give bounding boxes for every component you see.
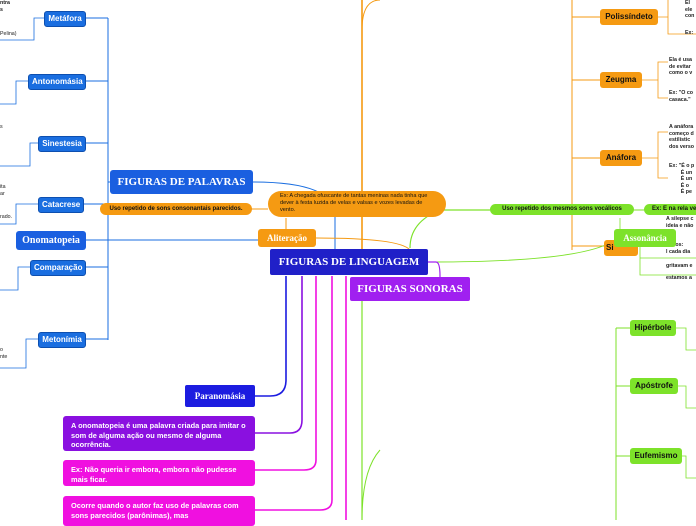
apostrofe-node[interactable]: Apóstrofe [630,378,678,394]
polissindeto-node[interactable]: Polissíndeto [600,9,658,25]
hiperbole-node[interactable]: Hipérbole [630,320,676,336]
sinestesia-node[interactable]: Sinestesia [38,136,86,152]
metafora-example-fragment: Pelina) [0,31,17,37]
paranomasia-node[interactable]: Paranomásia [185,385,255,407]
onomatopeia-example[interactable]: Ex: Não queria ir embora, embora não pud… [63,460,255,486]
figuras-de-linguagem-center[interactable]: FIGURAS DE LINGUAGEM [270,249,428,275]
paranomasia-definition[interactable]: Ocorre quando o autor faz uso de palavra… [63,496,255,526]
catacrese-node[interactable]: Catacrese [38,197,84,213]
metafora-node[interactable]: Metáfora [44,11,86,27]
catacrese-example-fragment: rado. [0,214,13,220]
antonomasia-node[interactable]: Antonomásia [28,74,86,90]
aliteracao-example[interactable]: Ex: A chegada ofuscante de tantas menina… [268,191,446,217]
metonimia-text-fragment: o nte [0,347,8,360]
zeugma-example-fragment: Ex: "O co casaca." [669,90,693,103]
eufemismo-node[interactable]: Eufemismo [630,448,682,464]
metonimia-node[interactable]: Metonímia [38,332,86,348]
catacrese-text-fragment: ita ar [0,184,6,197]
sinestesia-text-fragment: s [0,124,3,130]
silepse-text-fragment: A silepse c ideia e não [666,216,694,229]
anafora-example-fragment: Ex: "É o p É un É un É o É pe [669,163,695,195]
aliteracao-definition[interactable]: Uso repetido de sons consonantais pareci… [100,203,252,215]
polissindeto-example-fragment: Ex: [685,30,694,36]
silepse-example-fragment-2: gritavam e [666,263,693,269]
assonancia-node[interactable]: Assonância [614,229,676,247]
assonancia-example[interactable]: Ex: E na rela ve [644,204,696,215]
figuras-sonoras-node[interactable]: FIGURAS SONORAS [350,277,470,301]
onomatopeia-node[interactable]: Onomatopeia [16,231,86,250]
zeugma-text-fragment: Ela é usa de evitar como o v [669,57,693,76]
aliteracao-node[interactable]: Aliteração [258,229,316,247]
silepse-example-fragment-3: estamos a [666,275,692,281]
comparacao-node[interactable]: Comparação [30,260,86,276]
polissindeto-text-fragment: El ele con [685,0,695,19]
anafora-text-fragment: A anáfora começo d estilístic dos verso [669,124,695,150]
onomatopeia-definition[interactable]: A onomatopeia é uma palavra criada para … [63,416,255,451]
metafora-text-fragment: ntra s [0,0,11,13]
zeugma-node[interactable]: Zeugma [600,72,642,88]
figuras-de-palavras-node[interactable]: FIGURAS DE PALAVRAS [110,170,253,194]
anafora-node[interactable]: Anáfora [600,150,642,166]
assonancia-definition[interactable]: Uso repetido dos mesmos sons vocálicos [490,204,634,215]
